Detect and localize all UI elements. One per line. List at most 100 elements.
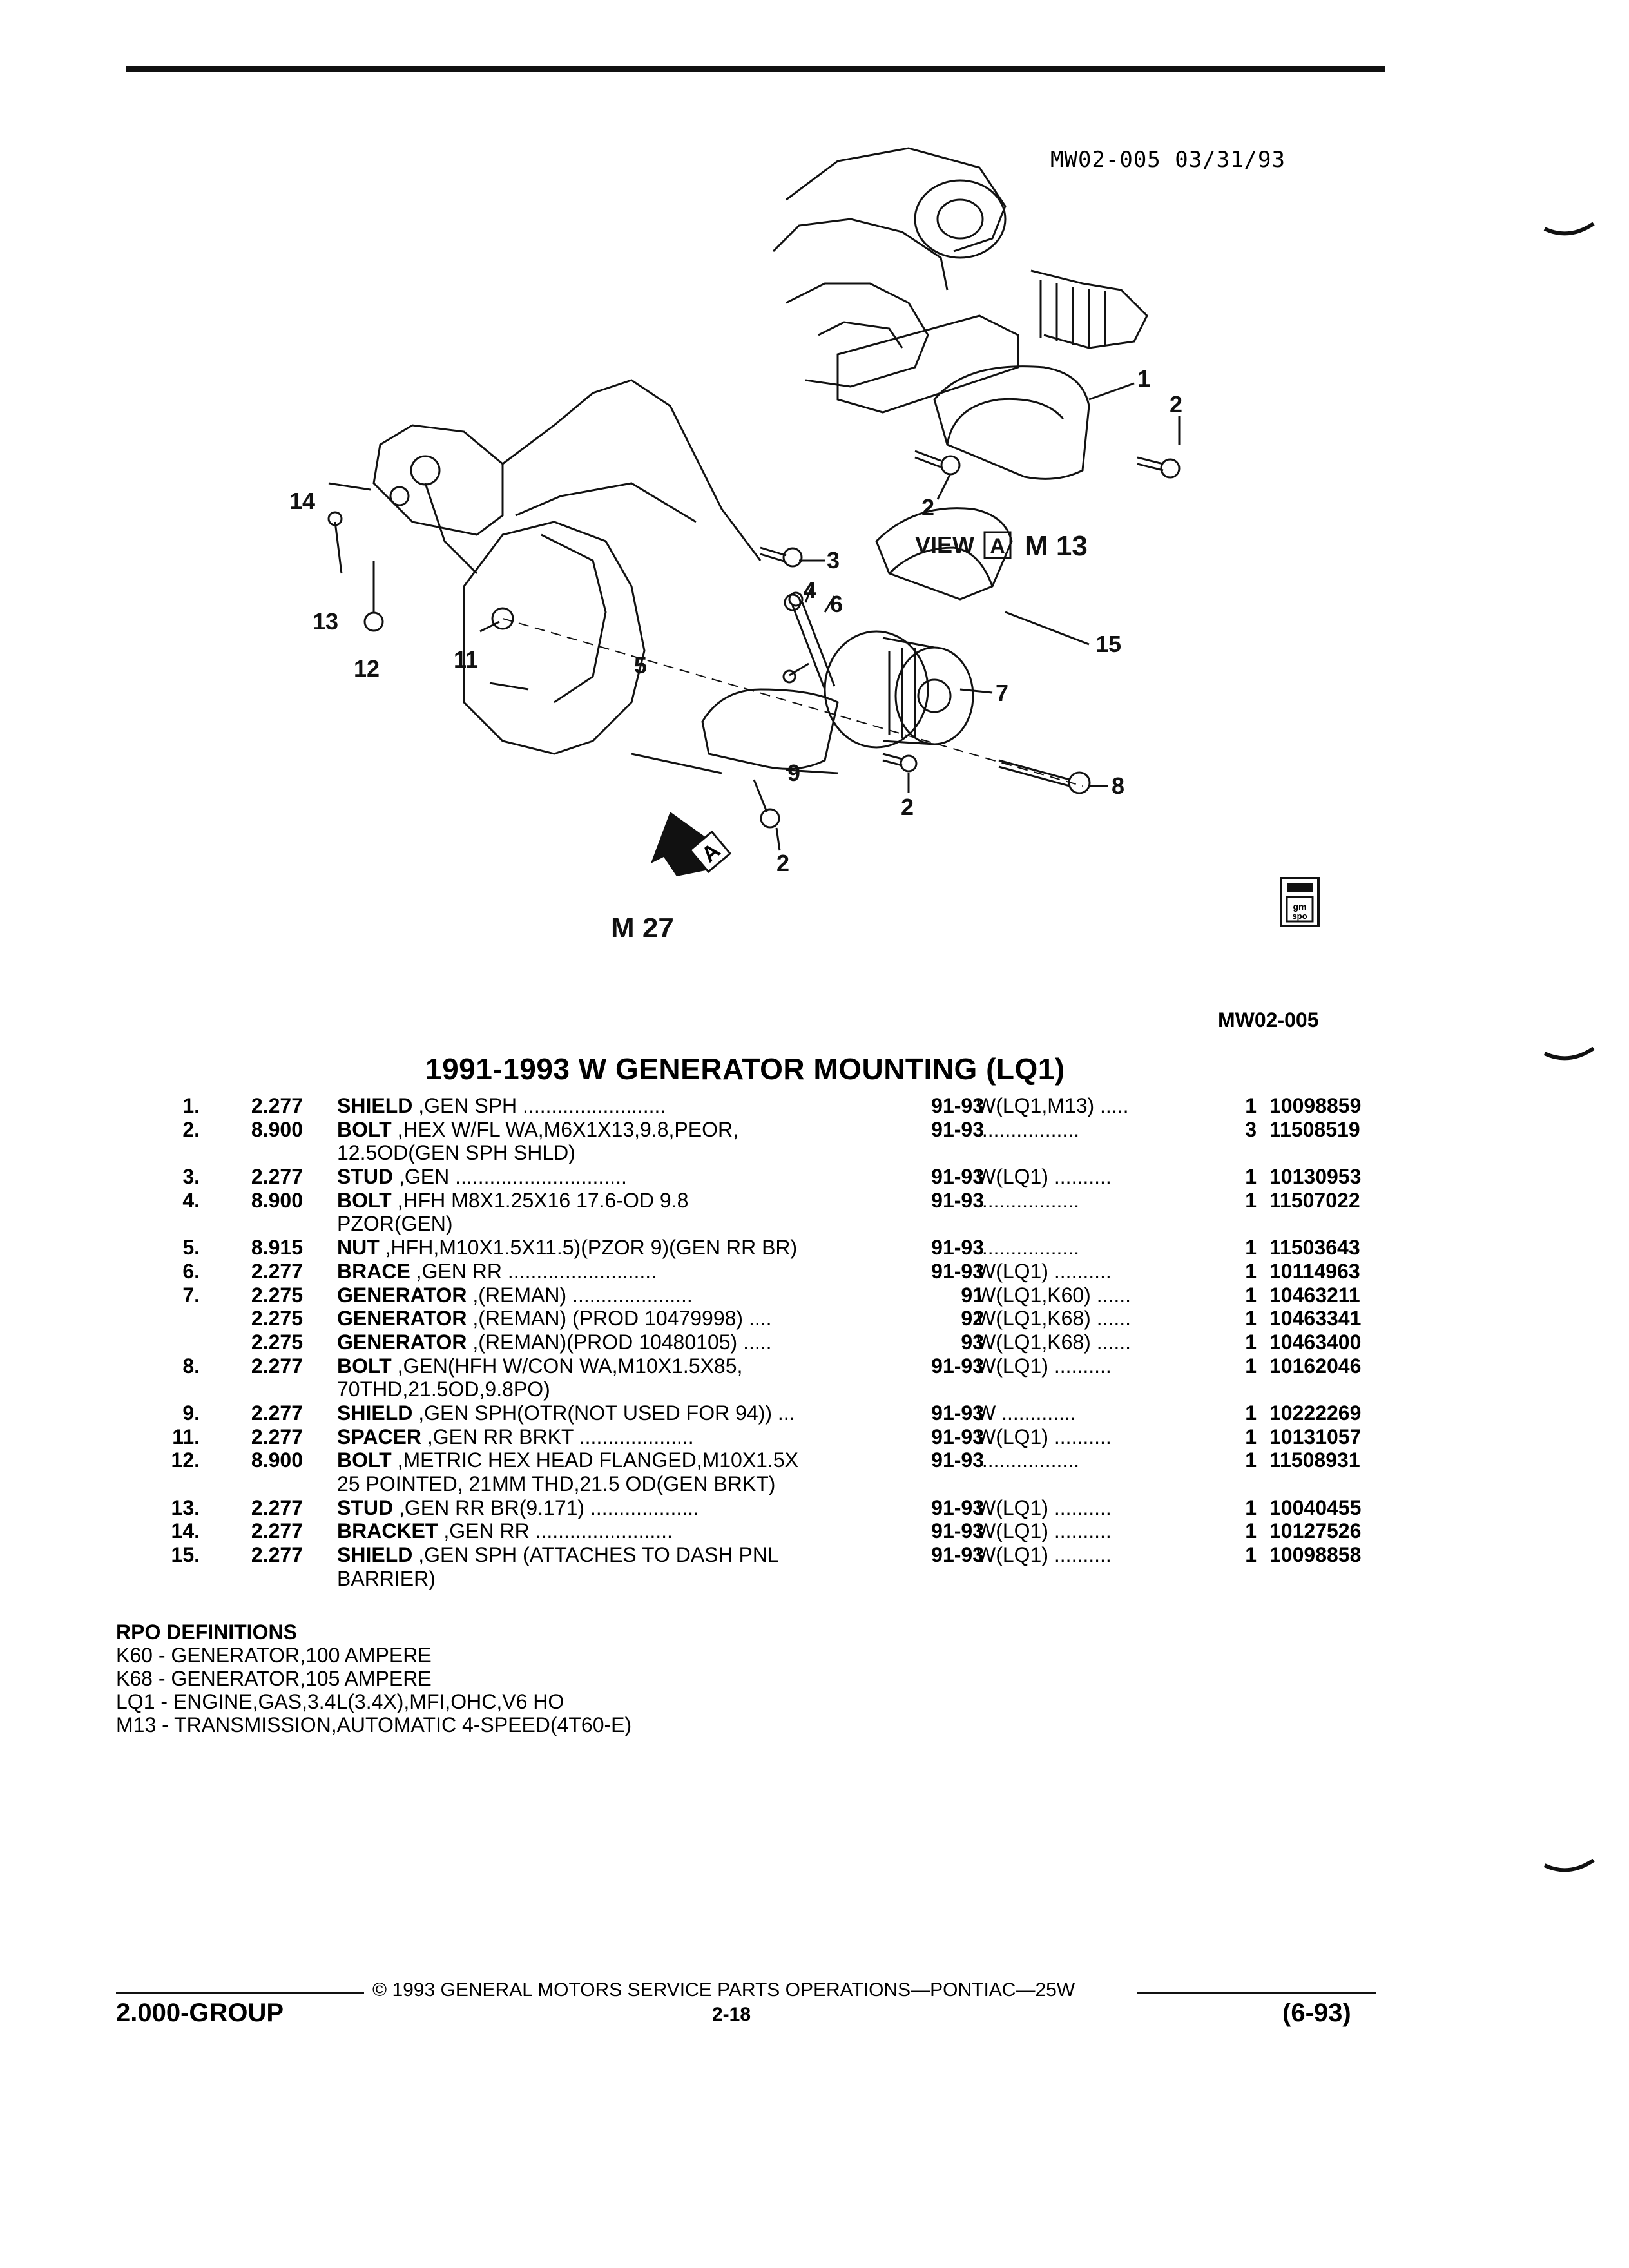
part-number: 10463341: [1269, 1307, 1362, 1331]
item-number: 8.: [182, 1354, 200, 1378]
view-model: M 13: [1025, 530, 1088, 562]
part-number: 10040455: [1269, 1495, 1362, 1519]
usage: W(LQ1,K68) ......: [976, 1307, 1132, 1331]
group-number: 8.900: [251, 1188, 303, 1212]
parts-row: 2.275 GENERATOR ,(REMAN) (PROD 10479998)…: [155, 1307, 1379, 1331]
page-title: 1991-1993 W GENERATOR MOUNTING (LQ1): [425, 1052, 1065, 1086]
model-years: 91-93: [931, 1236, 984, 1260]
model-years: 91-93: [931, 1165, 984, 1189]
part-name: SHIELD: [337, 1543, 413, 1567]
item-number: 6.: [182, 1259, 200, 1283]
part-detail: ,GEN RR BR(9.171) ...................: [393, 1495, 699, 1519]
usage: W(LQ1) ..........: [976, 1354, 1112, 1378]
part-description: BRACKET ,GEN RR ........................: [337, 1519, 673, 1543]
part-number: 11503643: [1269, 1236, 1360, 1260]
callout-2a: 2: [1170, 391, 1182, 418]
part-detail: ,GEN SPH (ATTACHES TO DASH PNL: [412, 1543, 779, 1567]
part-description: STUD ,GEN ..............................: [337, 1165, 627, 1189]
quantity: 1: [1245, 1094, 1257, 1117]
item-number: 14.: [171, 1519, 200, 1543]
usage: ..................: [976, 1448, 1080, 1472]
parts-row: 1. 2.277 SHIELD ,GEN SPH ...............…: [155, 1094, 1379, 1118]
model-years: 91-93: [931, 1354, 984, 1378]
parts-row: 13. 2.277 STUD ,GEN RR BR(9.171) .......…: [155, 1496, 1379, 1520]
group-number: 2.277: [251, 1165, 303, 1189]
part-name: BOLT: [337, 1188, 392, 1212]
item-number: 5.: [182, 1236, 200, 1260]
item-number: 9.: [182, 1401, 200, 1425]
callout-6: 6: [830, 591, 843, 617]
part-description: SPACER ,GEN RR BRKT ....................: [337, 1425, 694, 1449]
model-years: 91-93: [931, 1448, 984, 1472]
part-number: 10098858: [1269, 1543, 1362, 1567]
revision-date: (6-93): [1282, 1999, 1351, 2027]
part-name: BOLT: [337, 1117, 392, 1141]
part-detail-continued: PZOR(GEN): [337, 1212, 453, 1236]
part-description: SHIELD ,GEN SPH (ATTACHES TO DASH PNL: [337, 1543, 779, 1567]
usage: W(LQ1) ..........: [976, 1165, 1112, 1189]
part-detail: ,HFH M8X1.25X16 17.6-OD 9.8: [391, 1188, 689, 1212]
part-detail: ,GEN(HFH W/CON WA,M10X1.5X85,: [391, 1354, 743, 1378]
parts-list: 1. 2.277 SHIELD ,GEN SPH ...............…: [155, 1094, 1379, 1590]
part-description: NUT ,HFH,M10X1.5X11.5)(PZOR 9)(GEN RR BR…: [337, 1236, 797, 1260]
item-number: 4.: [182, 1188, 200, 1212]
parts-row-continuation: 12.5OD(GEN SPH SHLD): [155, 1141, 1379, 1165]
part-name: NUT: [337, 1236, 380, 1260]
group-number: 8.915: [251, 1236, 303, 1260]
usage: W(LQ1,K60) ......: [976, 1283, 1132, 1307]
callout-2b: 2: [921, 494, 934, 521]
part-number: 10222269: [1269, 1401, 1362, 1425]
binder-mark: [1543, 1047, 1595, 1061]
part-detail-continued: 70THD,21.5OD,9.8PO): [337, 1378, 550, 1401]
group-number: 2.277: [251, 1425, 303, 1448]
parts-row: 15. 2.277 SHIELD ,GEN SPH (ATTACHES TO D…: [155, 1543, 1379, 1567]
rpo-item: M13 - TRANSMISSION,AUTOMATIC 4-SPEED(4T6…: [116, 1713, 632, 1736]
part-detail: ,GEN RR BRKT ....................: [421, 1425, 694, 1448]
callout-7: 7: [996, 680, 1008, 706]
part-number: 10130953: [1269, 1165, 1362, 1189]
quantity: 1: [1245, 1354, 1257, 1378]
quantity: 1: [1245, 1236, 1257, 1260]
usage: ..................: [976, 1117, 1080, 1141]
svg-text:gm: gm: [1293, 901, 1307, 912]
part-number: 10463211: [1269, 1283, 1360, 1307]
item-number: 13.: [171, 1495, 200, 1519]
rpo-definitions: RPO DEFINITIONS K60 - GENERATOR,100 AMPE…: [116, 1620, 631, 1736]
part-description: SHIELD ,GEN SPH ........................…: [337, 1094, 666, 1118]
callout-1: 1: [1137, 365, 1150, 392]
parts-row: 3. 2.277 STUD ,GEN .....................…: [155, 1165, 1379, 1189]
view-label: VIEW: [915, 532, 974, 558]
part-description: GENERATOR ,(REMAN) (PROD 10479998) ....: [337, 1307, 772, 1331]
part-name: STUD: [337, 1495, 394, 1519]
quantity: 1: [1245, 1283, 1257, 1307]
part-detail: ,(REMAN)(PROD 10480105) .....: [467, 1330, 772, 1354]
quantity: 1: [1245, 1495, 1257, 1519]
part-description: STUD ,GEN RR BR(9.171) .................…: [337, 1496, 699, 1520]
item-number: 3.: [182, 1165, 200, 1189]
item-number: 2.: [182, 1117, 200, 1141]
callout-15: 15: [1095, 631, 1121, 657]
parts-row-continuation: PZOR(GEN): [155, 1212, 1379, 1236]
callout-9: 9: [787, 760, 800, 786]
part-detail: ,(REMAN) (PROD 10479998) ....: [467, 1307, 772, 1331]
part-number: 10131057: [1269, 1425, 1362, 1448]
usage: W .............: [976, 1401, 1076, 1425]
part-number: 10162046: [1269, 1354, 1362, 1378]
view-letter: A: [990, 534, 1005, 557]
group-number: 2.277: [251, 1495, 303, 1519]
gm-spo-logo: gm spo: [1280, 877, 1320, 927]
part-name: BOLT: [337, 1448, 392, 1472]
binder-mark: [1543, 1859, 1595, 1872]
usage: ..................: [976, 1236, 1080, 1260]
callout-8: 8: [1112, 773, 1124, 799]
usage: W(LQ1) ..........: [976, 1259, 1112, 1283]
rpo-item: K68 - GENERATOR,105 AMPERE: [116, 1667, 432, 1690]
usage: W(LQ1) ..........: [976, 1543, 1112, 1567]
model-years: 91-93: [931, 1425, 984, 1448]
part-name: SPACER: [337, 1425, 421, 1448]
rpo-item: K60 - GENERATOR,100 AMPERE: [116, 1644, 432, 1667]
model-years: 92: [961, 1307, 984, 1331]
page-number: 2-18: [712, 2004, 751, 2025]
model-years: 91-93: [931, 1259, 984, 1283]
part-number: 10127526: [1269, 1519, 1362, 1543]
